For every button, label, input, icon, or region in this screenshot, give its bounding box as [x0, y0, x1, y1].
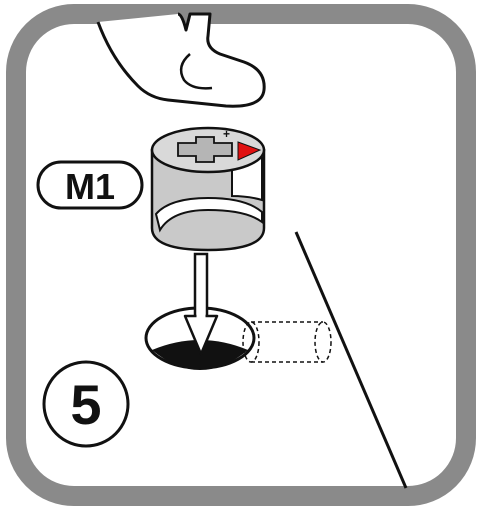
part-label-text: M1	[65, 166, 115, 207]
cam-lock-fitting-icon: +	[150, 126, 266, 252]
panel-edge-line	[294, 231, 408, 489]
cam-plus-mark: +	[223, 127, 230, 141]
step-number-badge: 5	[42, 360, 130, 448]
panel-frame	[6, 4, 476, 506]
step-number-text: 5	[70, 373, 101, 436]
part-label-badge: M1	[36, 160, 144, 210]
down-arrow-icon	[183, 252, 219, 356]
pointing-finger-icon	[96, 12, 266, 108]
